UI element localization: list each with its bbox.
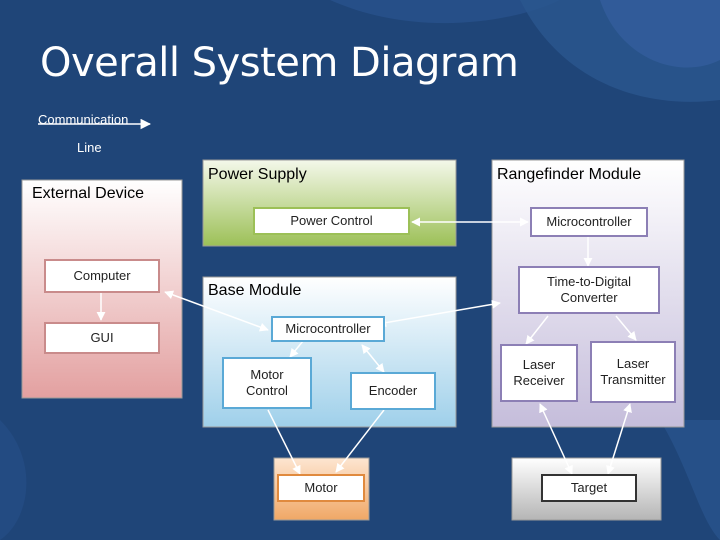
laser-transmitter-box: Laser Transmitter [590,341,676,403]
rangefinder-microcontroller-box: Microcontroller [530,207,648,237]
computer-label: Computer [73,268,131,283]
motor-control-label-line1: Motor [250,367,284,382]
tdc-label-line1: Time-to-Digital [546,274,632,289]
power-control-box: Power Control [253,207,410,235]
base-microcontroller-label: Microcontroller [285,321,371,336]
laser-receiver-label-line1: Laser [522,357,556,372]
power-supply-label: Power Supply [208,166,307,183]
laser-receiver-box: Laser Receiver [500,344,578,402]
external-device-label: External Device [32,185,145,202]
base-microcontroller-box: Microcontroller [271,316,385,342]
gui-label: GUI [90,330,114,345]
computer-box: Computer [44,259,160,293]
tdc-label-line2: Converter [560,290,618,305]
laser-transmitter-label-line2: Transmitter [600,372,666,387]
target-inner-box: Target [541,474,637,502]
power-control-label: Power Control [290,213,373,228]
encoder-box: Encoder [350,372,436,410]
motor-control-box: Motor Control [222,357,312,409]
laser-transmitter-label-line1: Laser [616,356,650,371]
motor-label: Motor [304,480,338,495]
base-module-label: Base Module [208,282,302,299]
legend-label-line2: Line [77,140,102,155]
motor-control-label-line2: Control [246,383,288,398]
rangefinder-microcontroller-label: Microcontroller [546,214,632,229]
motor-inner-box: Motor [277,474,365,502]
rangefinder-module-label: Rangefinder Module [497,166,642,183]
gui-box: GUI [44,322,160,354]
target-label: Target [570,480,608,495]
legend-label-line1: Communication [38,112,129,127]
encoder-label: Encoder [368,383,418,398]
slide-title: Overall System Diagram [40,40,519,86]
time-to-digital-converter-box: Time-to-Digital Converter [518,266,660,314]
laser-receiver-label-line2: Receiver [513,373,565,388]
